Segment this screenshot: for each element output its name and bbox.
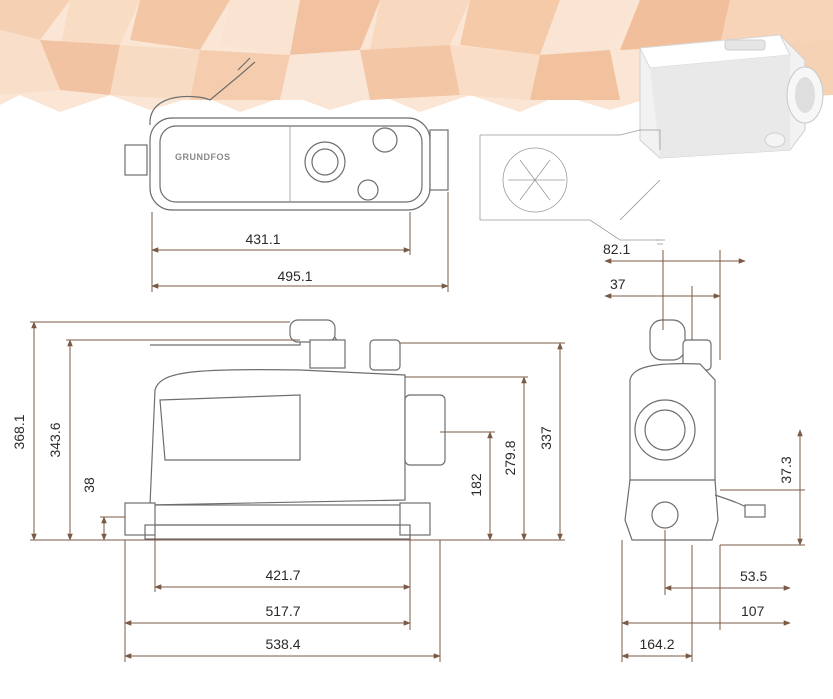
dim-side-base-width: 164.2: [639, 636, 674, 652]
product-photo: [639, 34, 824, 159]
dim-inlet-height: 38: [81, 477, 97, 493]
dim-outlet-height: 343.6: [47, 422, 63, 457]
dim-total-height: 368.1: [11, 414, 27, 449]
dim-side-depth: 107: [741, 603, 765, 619]
dim-body-width: 517.7: [265, 603, 300, 619]
front-view-unit: [124, 319, 446, 540]
dimension-labels: 431.1 495.1 368.1 343.6 38 182 279.8 337…: [11, 231, 794, 652]
dim-outlet-offset: 82.1: [603, 241, 630, 257]
dim-side-inlet-offset: 53.5: [740, 568, 767, 584]
dim-top-height: 337: [538, 426, 554, 450]
side-view-unit: [624, 319, 766, 541]
brand-logo: GRUNDFOS: [175, 152, 231, 162]
dim-inlet-spacing: 421.7: [265, 567, 300, 583]
dimension-lines: [30, 192, 805, 662]
top-view-unit: GRUNDFOS: [124, 57, 449, 211]
dim-top-inner-width: 431.1: [245, 231, 280, 247]
dim-overall-width: 538.4: [265, 636, 300, 652]
dim-vent-height: 279.8: [502, 440, 518, 475]
dim-top-overall-width: 495.1: [277, 268, 312, 284]
dim-vent-offset: 37: [610, 276, 626, 292]
dim-side-inlet-height: 182: [468, 473, 484, 497]
wiring-schematic: [479, 129, 665, 245]
dim-side-inlet-height: 37.3: [778, 456, 794, 483]
